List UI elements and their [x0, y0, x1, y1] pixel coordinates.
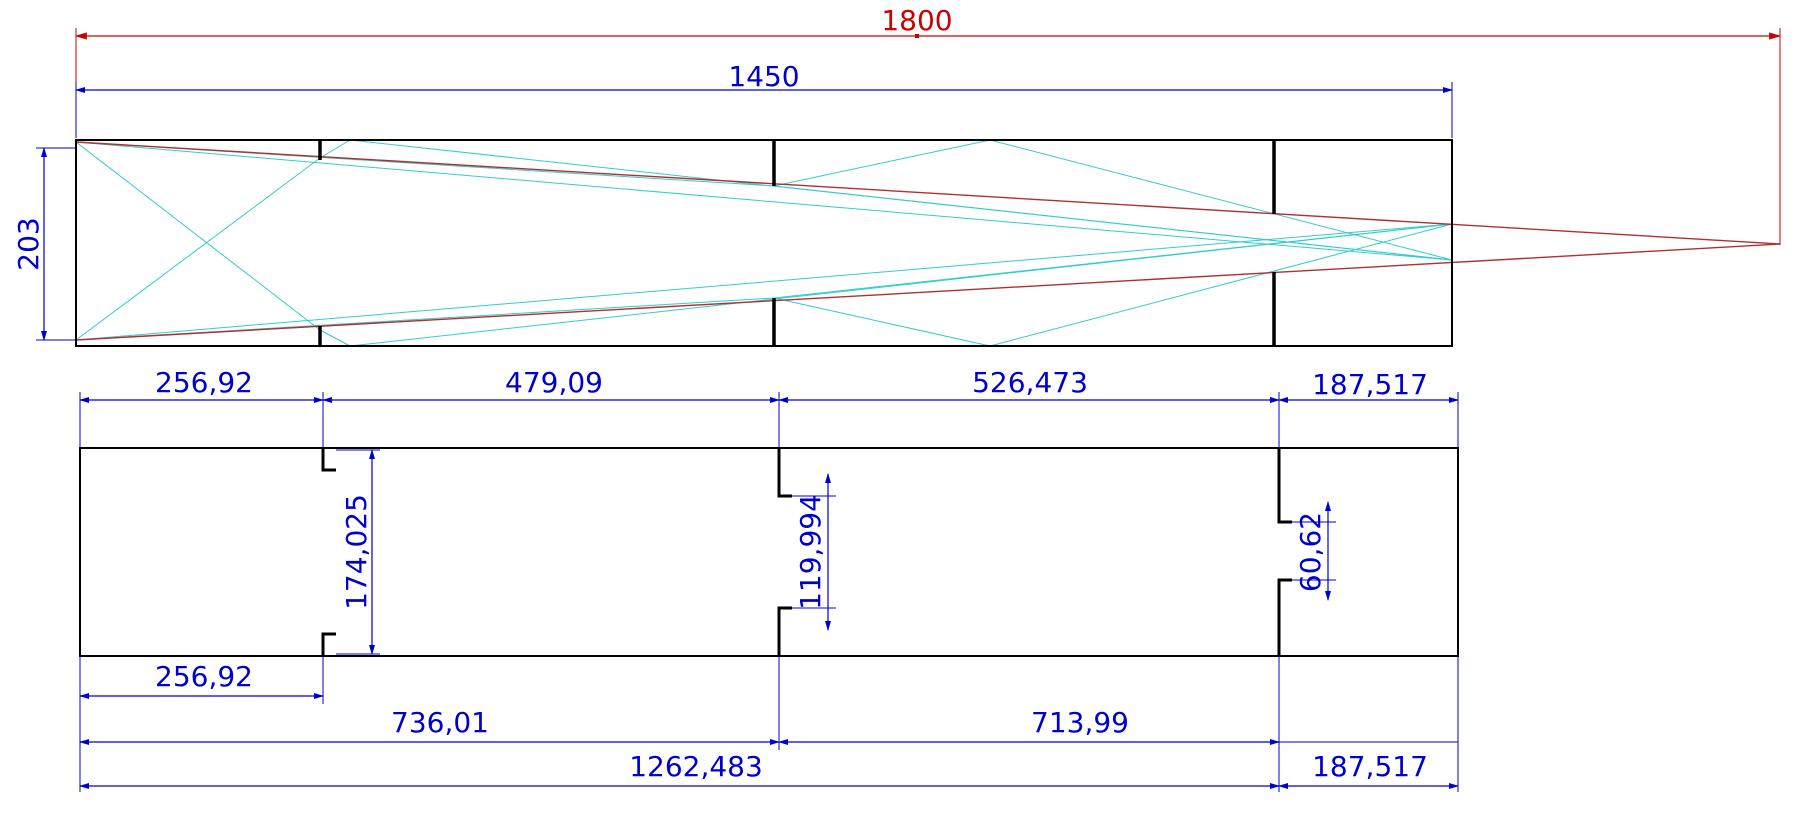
segment-1-label: 256,92: [155, 366, 253, 399]
segment-4-top-label: 187,517: [1312, 368, 1428, 401]
height-label: 203: [12, 217, 45, 270]
slot-3-label: 60,62: [1294, 512, 1327, 592]
offset-1-dimension: [79, 656, 324, 704]
top-view: 1800 1450 203: [12, 4, 1782, 347]
slot-2-label: 119,994: [794, 494, 827, 610]
offset-1-label: 256,92: [155, 660, 253, 693]
slot-1-label: 174,025: [340, 494, 373, 610]
segment-2-label: 479,09: [505, 366, 603, 399]
overall-length-dimension: [74, 28, 1782, 245]
length-label: 1450: [728, 60, 799, 93]
segment-3-label: 526,473: [972, 366, 1088, 399]
segment-dimensions-top: [79, 392, 1459, 448]
segment-4-bottom-label: 187,517: [1312, 750, 1428, 783]
slot-dimensions: [336, 449, 1336, 655]
bottom-view-outline: [79, 447, 1459, 657]
overall-length-label: 1800: [881, 4, 952, 37]
convergence-lines: [75, 141, 1781, 341]
bottom-view: 256,92 479,09 526,473 187,517 174,025 11…: [79, 366, 1459, 792]
offset-2-label: 736,01: [391, 706, 489, 739]
height-dimension: [36, 147, 76, 341]
offset-2-3-dimensions: [79, 656, 1459, 792]
ray-lines: [75, 139, 1453, 347]
total-to-3-label: 1262,483: [629, 750, 763, 783]
length-dimension: [75, 82, 1453, 138]
offset-3-label: 713,99: [1031, 706, 1129, 739]
top-view-outline: [75, 139, 1453, 347]
